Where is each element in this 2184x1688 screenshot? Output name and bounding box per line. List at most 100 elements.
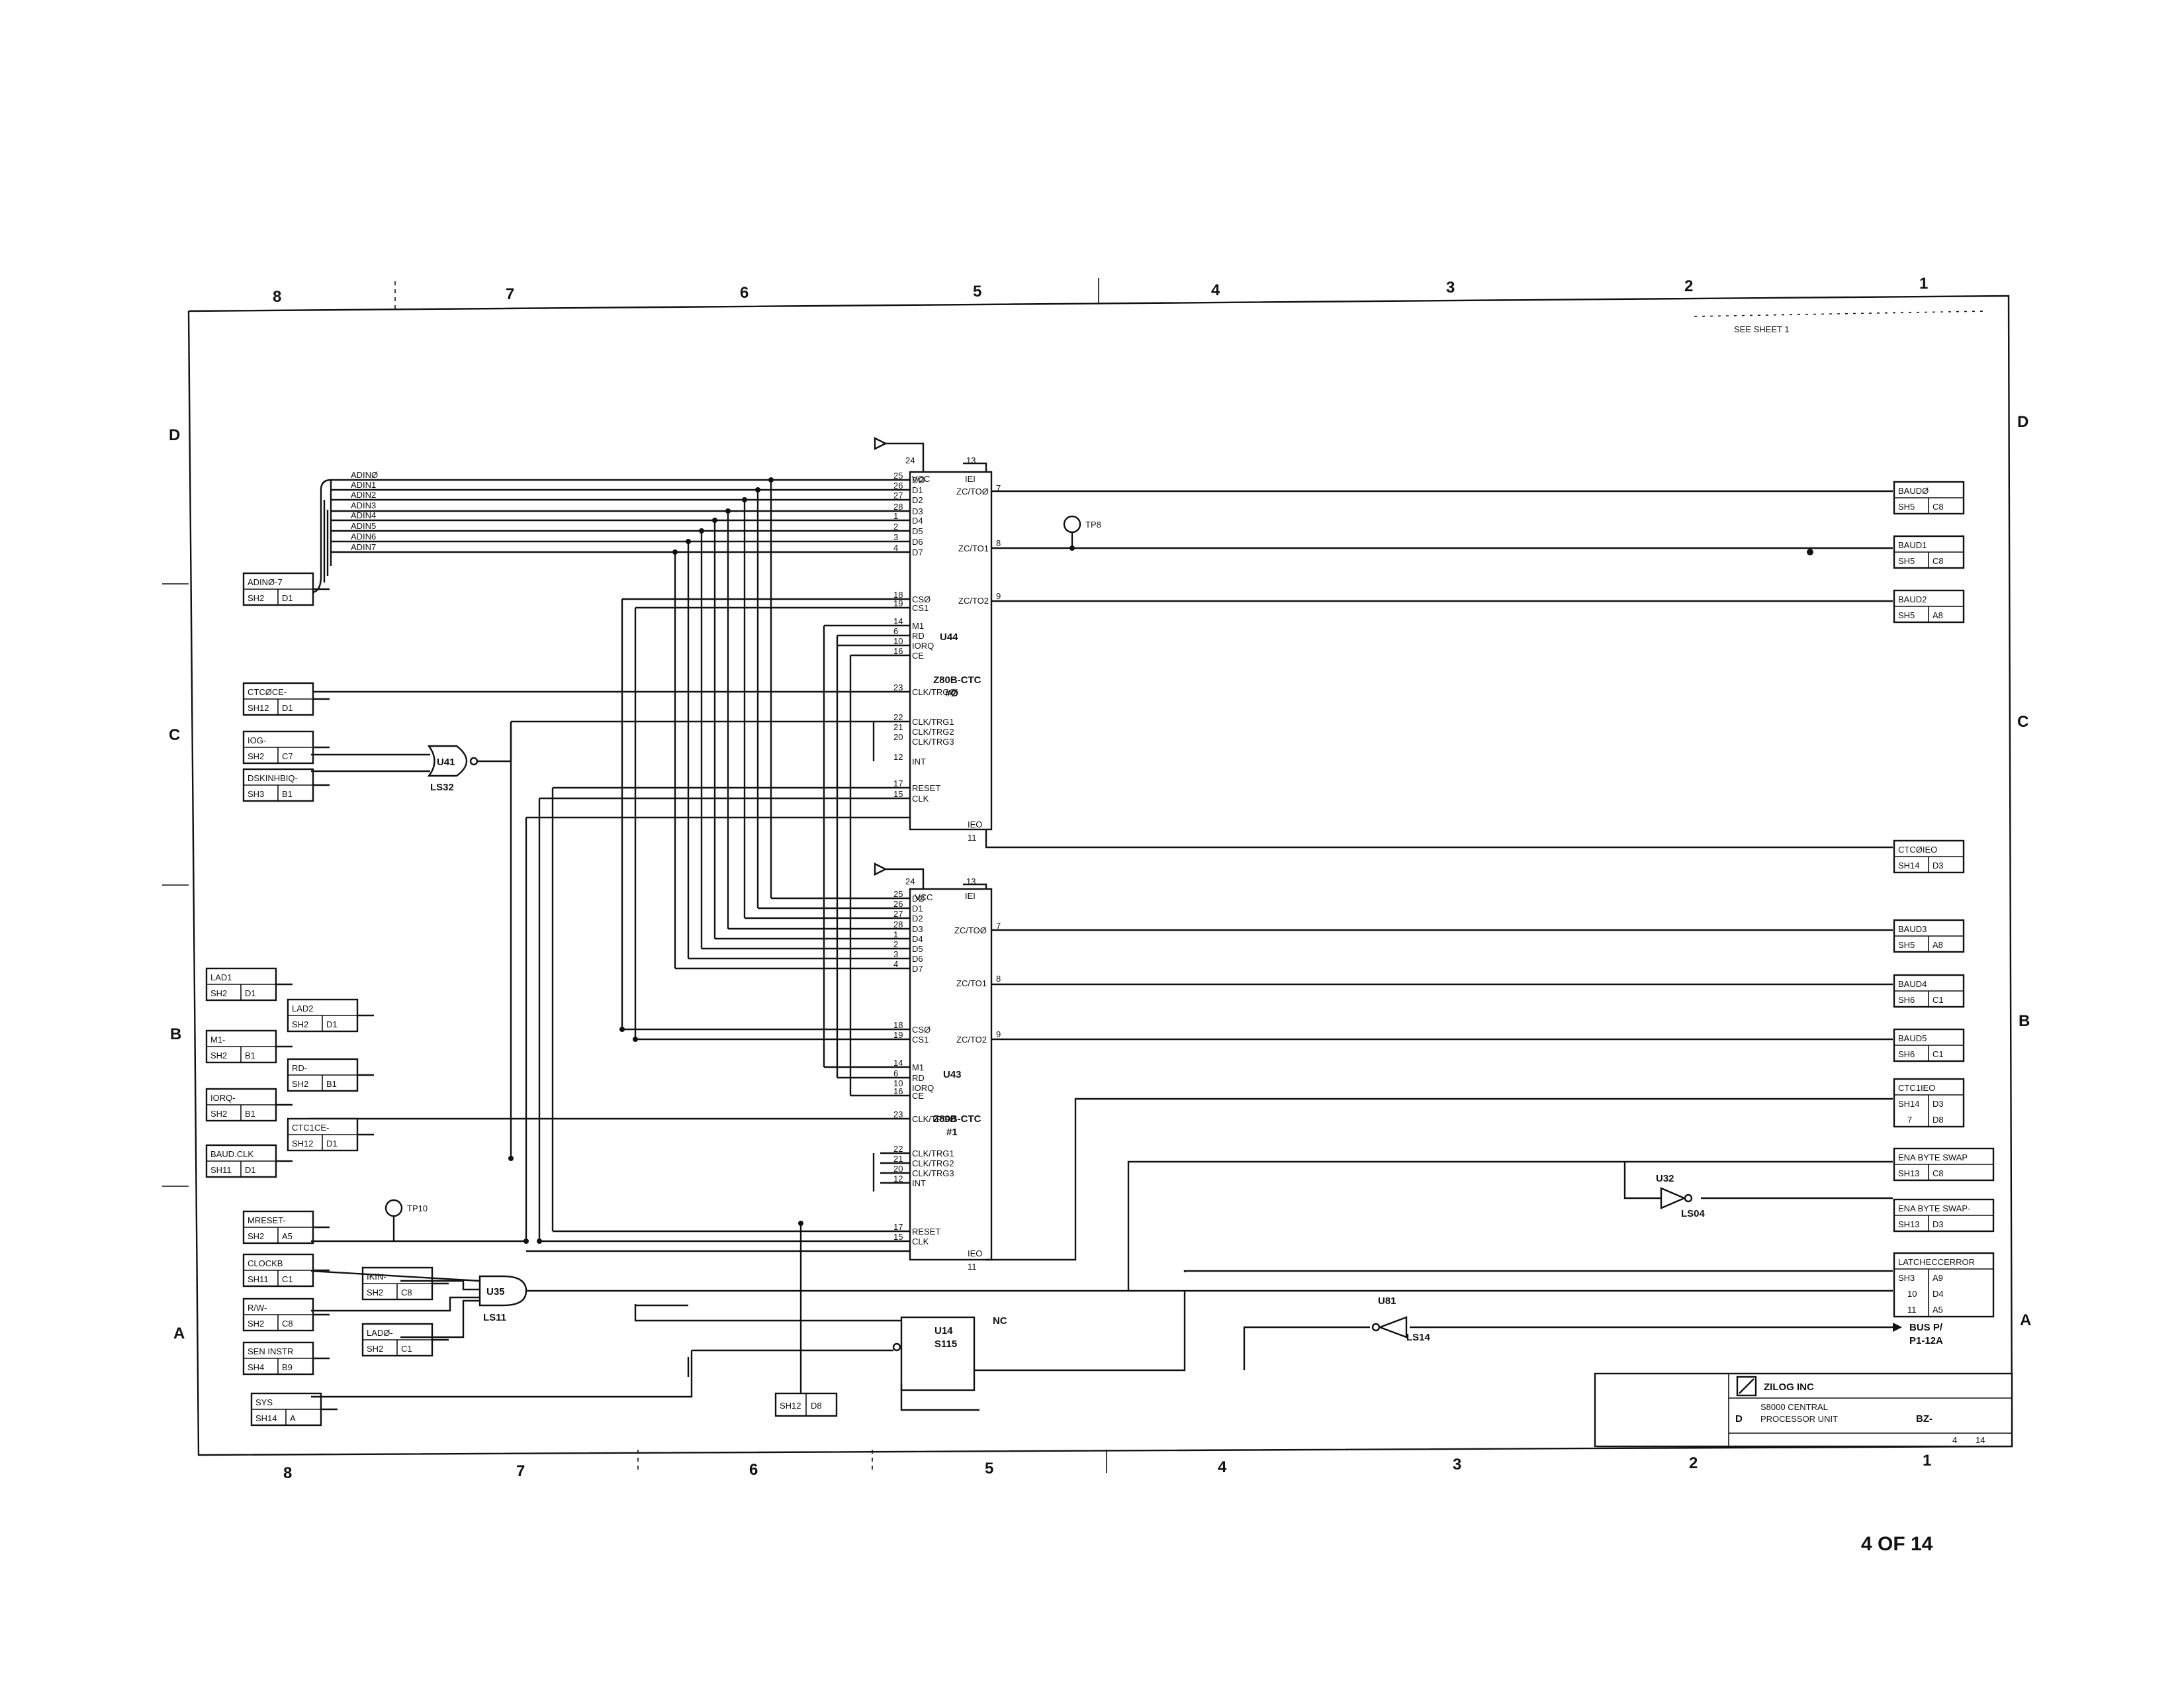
svg-text:3: 3	[1453, 1456, 1461, 1474]
svg-text:ADIN6: ADIN6	[351, 532, 376, 541]
output-ref1: SH14	[1898, 861, 1920, 870]
output-signal-name: BAUD5	[1898, 1033, 1927, 1043]
output-ref1: SH5	[1898, 556, 1915, 566]
svg-text:D: D	[1735, 1413, 1743, 1425]
u44-pin-label: CLK	[912, 794, 929, 804]
latch-ref-b: D4	[1933, 1289, 1944, 1299]
u43-pin-label: CLK	[912, 1237, 929, 1246]
small-ref-box: SH12 D8	[774, 1223, 838, 1417]
u44-pin-number: 6	[893, 626, 898, 636]
input-signal-name: LADØ-	[367, 1328, 393, 1338]
input-signal-name: IOG-	[248, 735, 266, 745]
u44-pin-label: RD	[912, 631, 925, 641]
input-signal-name: IORQ-	[210, 1093, 236, 1103]
svg-text:ZC/TO1: ZC/TO1	[956, 978, 987, 988]
svg-text:U81: U81	[1378, 1295, 1396, 1307]
svg-text:C: C	[169, 726, 180, 744]
svg-text:S8000 CENTRAL: S8000 CENTRAL	[1760, 1402, 1828, 1412]
u43-pin-label: CSØ	[912, 1025, 931, 1035]
u44-left-pins: DØ25D126D227D328D41D52D63D74CSØ18CS119M1…	[893, 471, 956, 804]
input-ref1: SH2	[367, 1344, 383, 1354]
svg-text:A: A	[173, 1325, 185, 1342]
svg-text:ADIN3: ADIN3	[351, 500, 376, 510]
input-ref2: D1	[326, 1139, 338, 1149]
svg-text:4: 4	[1211, 281, 1220, 299]
u43-pin-label: RD	[912, 1073, 925, 1083]
u44-pin-number: 4	[893, 543, 898, 553]
u43-pin-number: 22	[893, 1144, 903, 1154]
svg-text:D: D	[2017, 413, 2028, 431]
u43-pin-number: 18	[893, 1020, 903, 1030]
svg-text:B: B	[170, 1025, 181, 1043]
u44-pin-number: 16	[893, 646, 903, 656]
u44-pin-label: CLK/TRG1	[912, 717, 954, 727]
u44-pin-label: D6	[912, 537, 923, 547]
svg-text:24: 24	[905, 455, 915, 465]
u44-pin-number: 14	[893, 616, 903, 626]
input-ref2: B1	[245, 1051, 255, 1060]
output-ref2: C8	[1933, 502, 1944, 512]
svg-text:TP10: TP10	[407, 1203, 428, 1213]
output-ref1: SH6	[1898, 1049, 1915, 1059]
svg-text:8: 8	[996, 974, 1001, 984]
u43-pin-number: 4	[893, 959, 898, 969]
svg-text:B: B	[2019, 1012, 2030, 1030]
latch-ref-b: A5	[1933, 1305, 1943, 1315]
svg-text:C: C	[2017, 713, 2028, 731]
u43-pin-label: CLK/TRGØ	[912, 1114, 956, 1124]
svg-text:9: 9	[996, 591, 1001, 601]
u44-pin-label: CLK/TRG3	[912, 737, 954, 747]
output-ref2: D3	[1933, 1219, 1944, 1229]
input-ref2: D1	[282, 703, 293, 713]
test-point-tp10: TP10	[385, 1199, 428, 1241]
svg-text:IEI: IEI	[965, 891, 976, 901]
svg-text:7: 7	[516, 1462, 525, 1480]
input-ref1: SH2	[210, 988, 227, 998]
svg-text:TP8: TP8	[1085, 520, 1101, 530]
vcc-symbol	[874, 863, 887, 876]
u43-pin-number: 10	[893, 1078, 903, 1088]
u43-pin-number: 21	[893, 1154, 903, 1164]
svg-text:U43: U43	[943, 1069, 962, 1080]
svg-text:ZC/TOØ: ZC/TOØ	[956, 487, 989, 496]
svg-text:Z80B-CTC: Z80B-CTC	[933, 1113, 981, 1125]
gate-u35: U35 LS11	[310, 1270, 1893, 1338]
u43-pin-label: IORQ	[912, 1083, 934, 1093]
svg-text:U44: U44	[940, 632, 958, 643]
svg-text:A: A	[2020, 1311, 2031, 1329]
svg-text:IEI: IEI	[965, 474, 976, 484]
u44-pin-number: 2	[893, 522, 898, 532]
svg-text:ZC/TO2: ZC/TO2	[958, 596, 989, 606]
u43-pin-label: RESET	[912, 1227, 940, 1237]
bus-output: BUS P/ P1-12A	[1893, 1322, 1943, 1346]
input-ref1: SH2	[292, 1019, 308, 1029]
input-ref2: B1	[326, 1079, 337, 1089]
output-ref1: SH5	[1898, 610, 1915, 620]
u43-pin-number: 15	[893, 1232, 903, 1242]
svg-text:ADIN4: ADIN4	[351, 510, 376, 520]
input-ref1: SH2	[210, 1051, 227, 1060]
svg-text:ZC/TO1: ZC/TO1	[958, 543, 989, 553]
input-ref1: SH2	[248, 593, 264, 603]
input-ref1: SH2	[210, 1109, 227, 1119]
u44-pin-label: D5	[912, 526, 923, 536]
row-labels: D C B A D C B A	[169, 413, 2031, 1342]
svg-text:3: 3	[1446, 279, 1455, 297]
u43-pin-label: M1	[912, 1062, 924, 1072]
input-ref1: SH2	[292, 1079, 308, 1089]
u43-pin-number: 3	[893, 949, 898, 959]
u43-pin-number: 23	[893, 1109, 903, 1119]
column-labels-top: 8 7 6 5 4 3 2 1	[273, 275, 1928, 306]
